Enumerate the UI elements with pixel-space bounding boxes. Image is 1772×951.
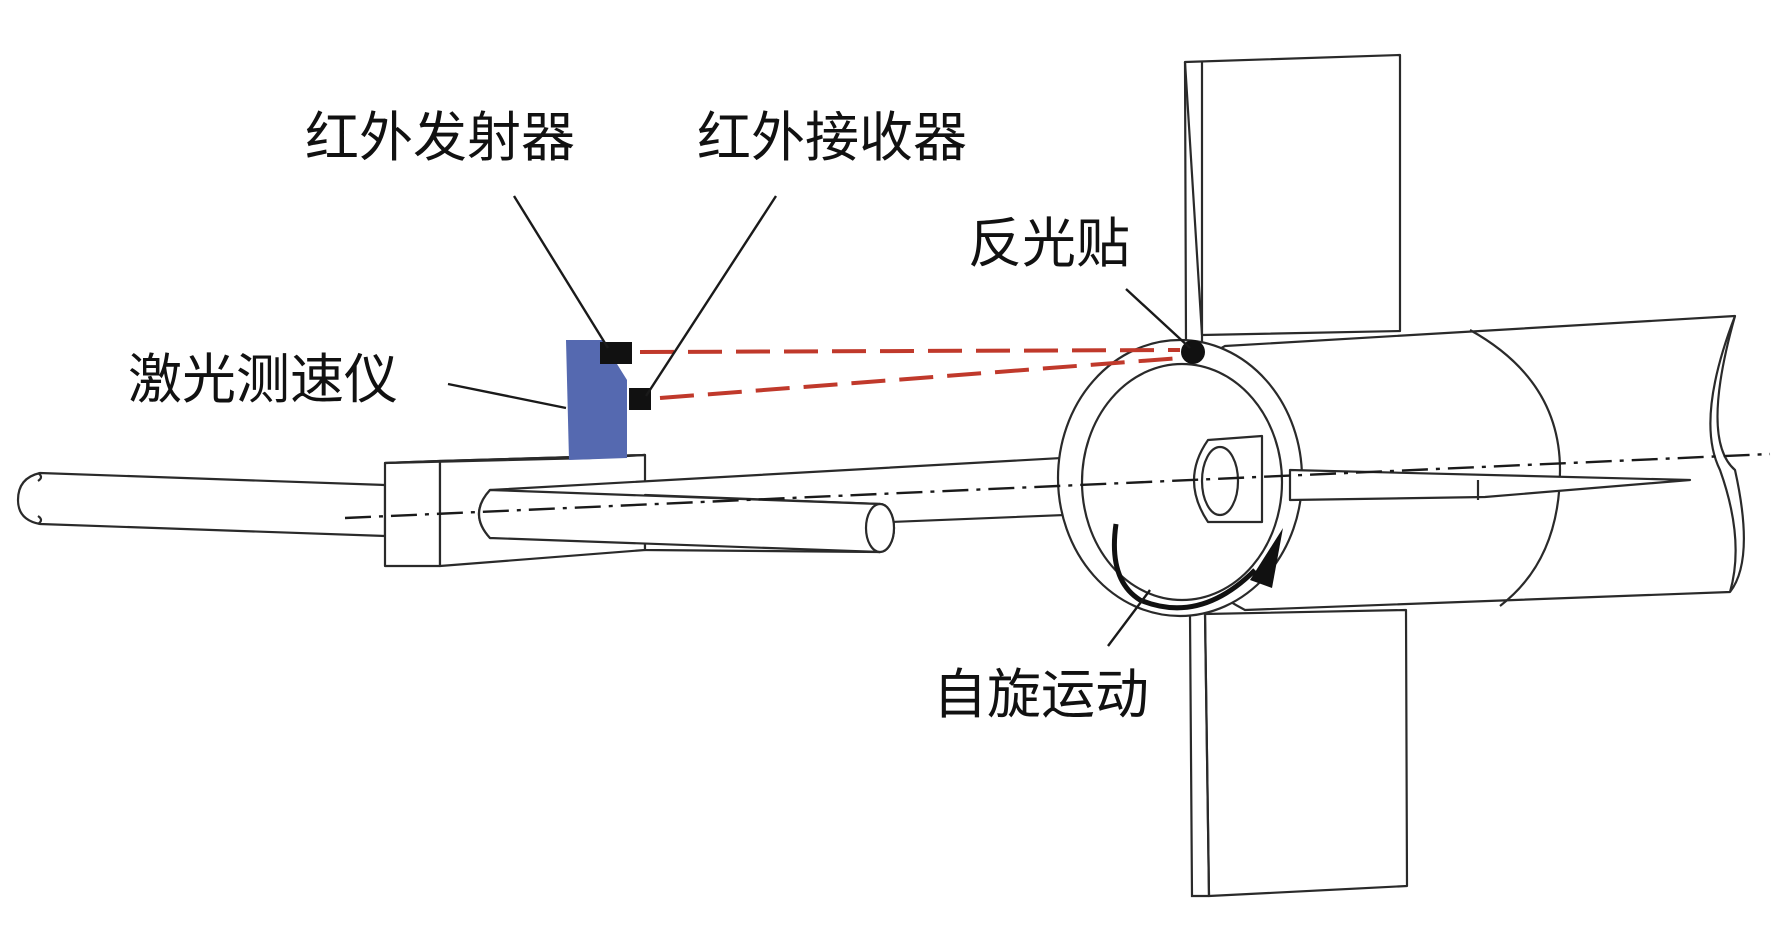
rotating-ring [1056,338,1304,618]
tachometer-body [566,340,627,460]
side-fin [1288,468,1692,502]
label-laser-tachometer: 激光测速仪 [128,348,398,411]
lower-fin [1188,608,1409,898]
center-axis [344,452,1771,520]
label-ir-receiver: 红外接收器 [697,106,967,169]
leader-laser-tachometer [447,382,567,410]
leader-spin-motion [1107,589,1151,647]
label-reflective-sticker: 反光贴 [968,212,1130,275]
leader-reflective-sticker [1125,288,1191,349]
support-rod [16,471,387,538]
receiver-beam [659,356,1181,400]
ir-receiver-sensor [629,388,651,410]
label-spin-motion: 自旋运动 [933,663,1149,726]
laser-beams [639,348,1181,400]
sting-shaft [477,446,1242,554]
upper-fin [1183,53,1402,346]
label-ir-emitter: 红外发射器 [305,106,575,169]
emitter-beam [639,348,1181,354]
laser-tachometer [566,340,651,460]
spin-arrow [1111,523,1283,611]
ir-emitter-sensor [600,342,632,364]
leader-ir-receiver [644,195,778,397]
leader-ir-emitter [512,195,610,349]
